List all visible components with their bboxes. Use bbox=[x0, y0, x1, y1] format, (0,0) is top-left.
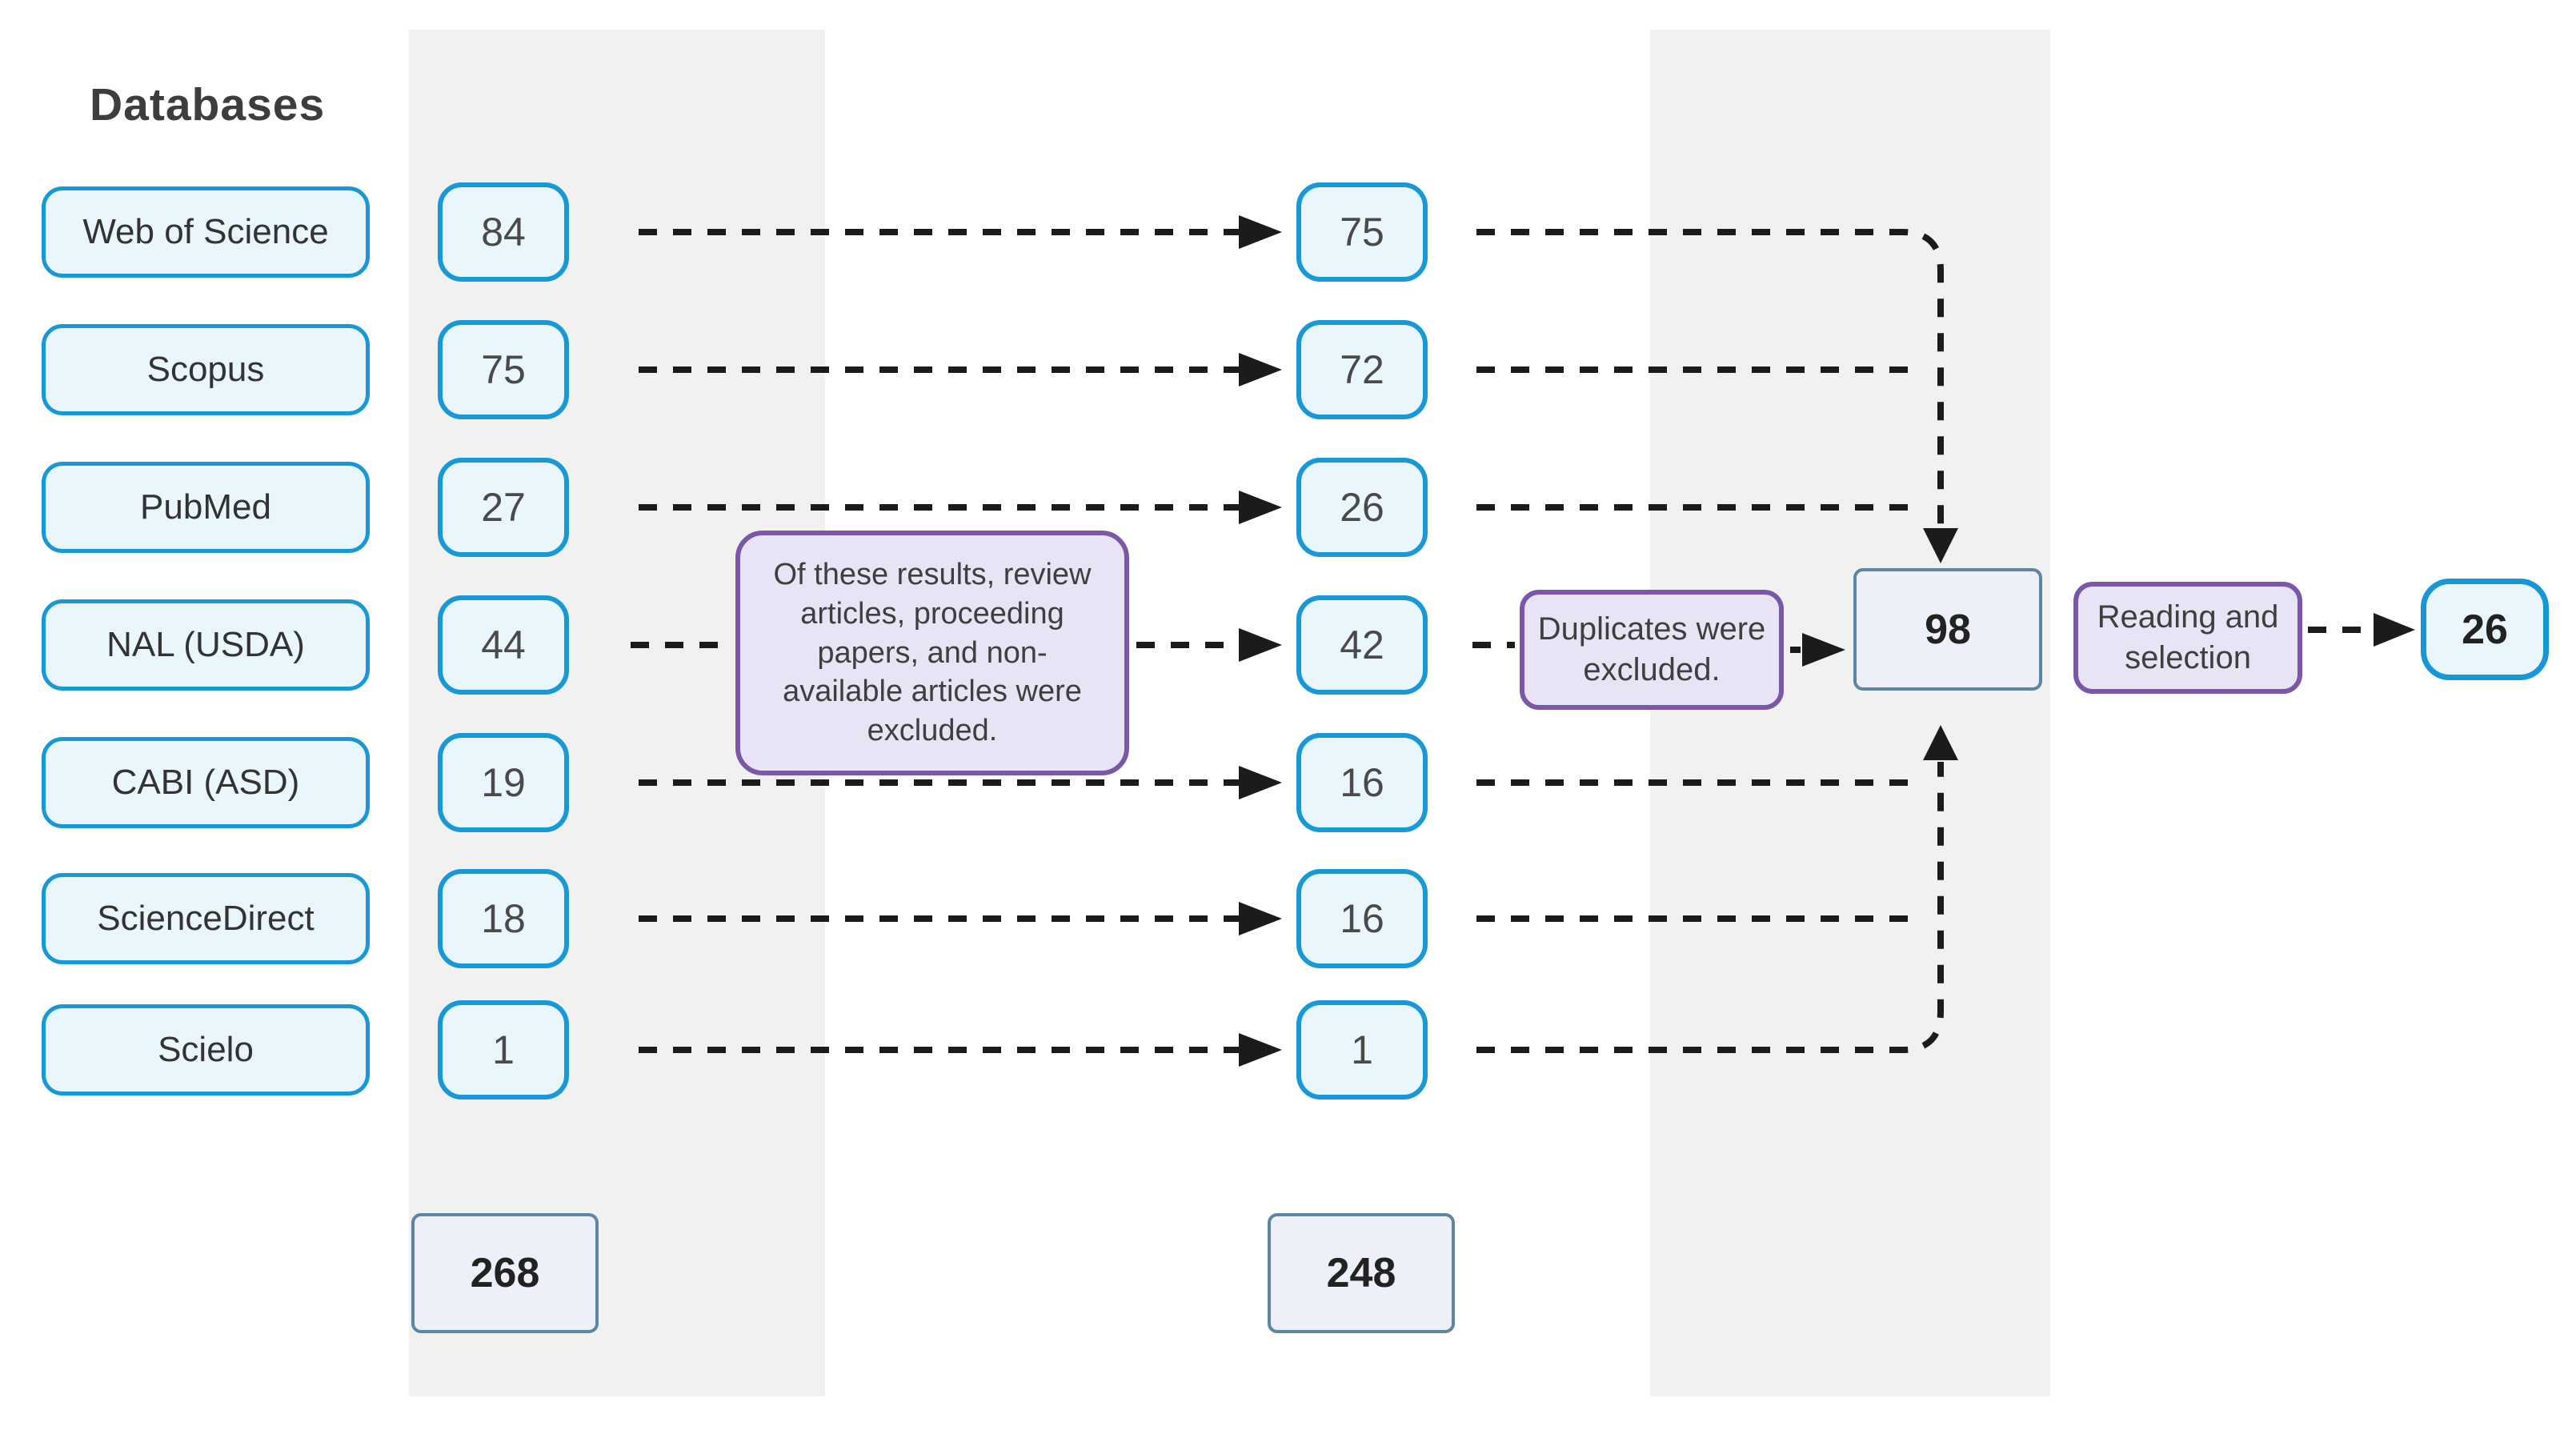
total-filtered-count: 248 bbox=[1326, 1250, 1396, 1296]
initial-count: 44 bbox=[481, 623, 526, 667]
initial-count-box: 18 bbox=[438, 869, 569, 968]
initial-count: 27 bbox=[481, 485, 526, 530]
initial-count: 84 bbox=[481, 210, 526, 254]
selection-note-box: Reading and selection bbox=[2073, 582, 2302, 694]
database-label: Scopus bbox=[146, 350, 265, 389]
duplicates-note-box: Duplicates were excluded. bbox=[1520, 590, 1784, 710]
final-count-box: 26 bbox=[2421, 579, 2549, 680]
filtered-count-box: 16 bbox=[1296, 733, 1428, 832]
database-box: ScienceDirect bbox=[42, 873, 370, 964]
database-label: ScienceDirect bbox=[97, 899, 314, 938]
duplicates-note-text: Duplicates were excluded. bbox=[1537, 611, 1766, 687]
total-initial-count: 268 bbox=[470, 1250, 540, 1296]
total-filtered-box: 248 bbox=[1268, 1213, 1455, 1333]
initial-count: 18 bbox=[481, 896, 526, 941]
filtered-count-box: 26 bbox=[1296, 458, 1428, 557]
database-box: Web of Science bbox=[42, 186, 370, 278]
final-count: 26 bbox=[2462, 606, 2508, 653]
database-box: NAL (USDA) bbox=[42, 599, 370, 691]
filtered-count-box: 16 bbox=[1296, 869, 1428, 968]
database-label: NAL (USDA) bbox=[106, 625, 305, 664]
filtered-count-box: 72 bbox=[1296, 320, 1428, 419]
deduplicated-count: 98 bbox=[1925, 606, 1971, 653]
deduplicated-count-box: 98 bbox=[1853, 568, 2042, 691]
filtered-count: 72 bbox=[1340, 347, 1384, 392]
initial-count-box: 75 bbox=[438, 320, 569, 419]
initial-count-box: 1 bbox=[438, 1000, 569, 1100]
database-box: Scielo bbox=[42, 1004, 370, 1096]
filtered-count: 16 bbox=[1340, 760, 1384, 805]
database-label: CABI (ASD) bbox=[111, 763, 300, 802]
database-box: PubMed bbox=[42, 462, 370, 553]
database-box: Scopus bbox=[42, 324, 370, 415]
initial-count: 1 bbox=[492, 1027, 515, 1072]
filtered-count-box: 42 bbox=[1296, 595, 1428, 695]
total-initial-box: 268 bbox=[411, 1213, 599, 1333]
initial-count-box: 44 bbox=[438, 595, 569, 695]
selection-note-text: Reading and selection bbox=[2097, 599, 2279, 675]
filtered-count: 26 bbox=[1340, 485, 1384, 530]
filtered-count: 1 bbox=[1351, 1027, 1373, 1072]
filtered-count-box: 1 bbox=[1296, 1000, 1428, 1100]
initial-count: 19 bbox=[481, 760, 526, 805]
initial-count-box: 84 bbox=[438, 182, 569, 282]
gray-band-dedup-column bbox=[1650, 30, 2050, 1396]
database-label: Scielo bbox=[158, 1030, 254, 1069]
initial-count: 75 bbox=[481, 347, 526, 392]
database-label: Web of Science bbox=[82, 212, 329, 251]
filtered-count: 75 bbox=[1340, 210, 1384, 254]
filtered-count-box: 75 bbox=[1296, 182, 1428, 282]
exclusion-note-box: Of these results, review articles, proce… bbox=[735, 531, 1129, 775]
filtered-count: 16 bbox=[1340, 896, 1384, 941]
initial-count-box: 27 bbox=[438, 458, 569, 557]
database-label: PubMed bbox=[140, 487, 271, 527]
filtered-count: 42 bbox=[1340, 623, 1384, 667]
database-box: CABI (ASD) bbox=[42, 737, 370, 828]
initial-count-box: 19 bbox=[438, 733, 569, 832]
diagram-title: Databases bbox=[90, 79, 326, 130]
exclusion-note-text: Of these results, review articles, proce… bbox=[773, 558, 1092, 747]
